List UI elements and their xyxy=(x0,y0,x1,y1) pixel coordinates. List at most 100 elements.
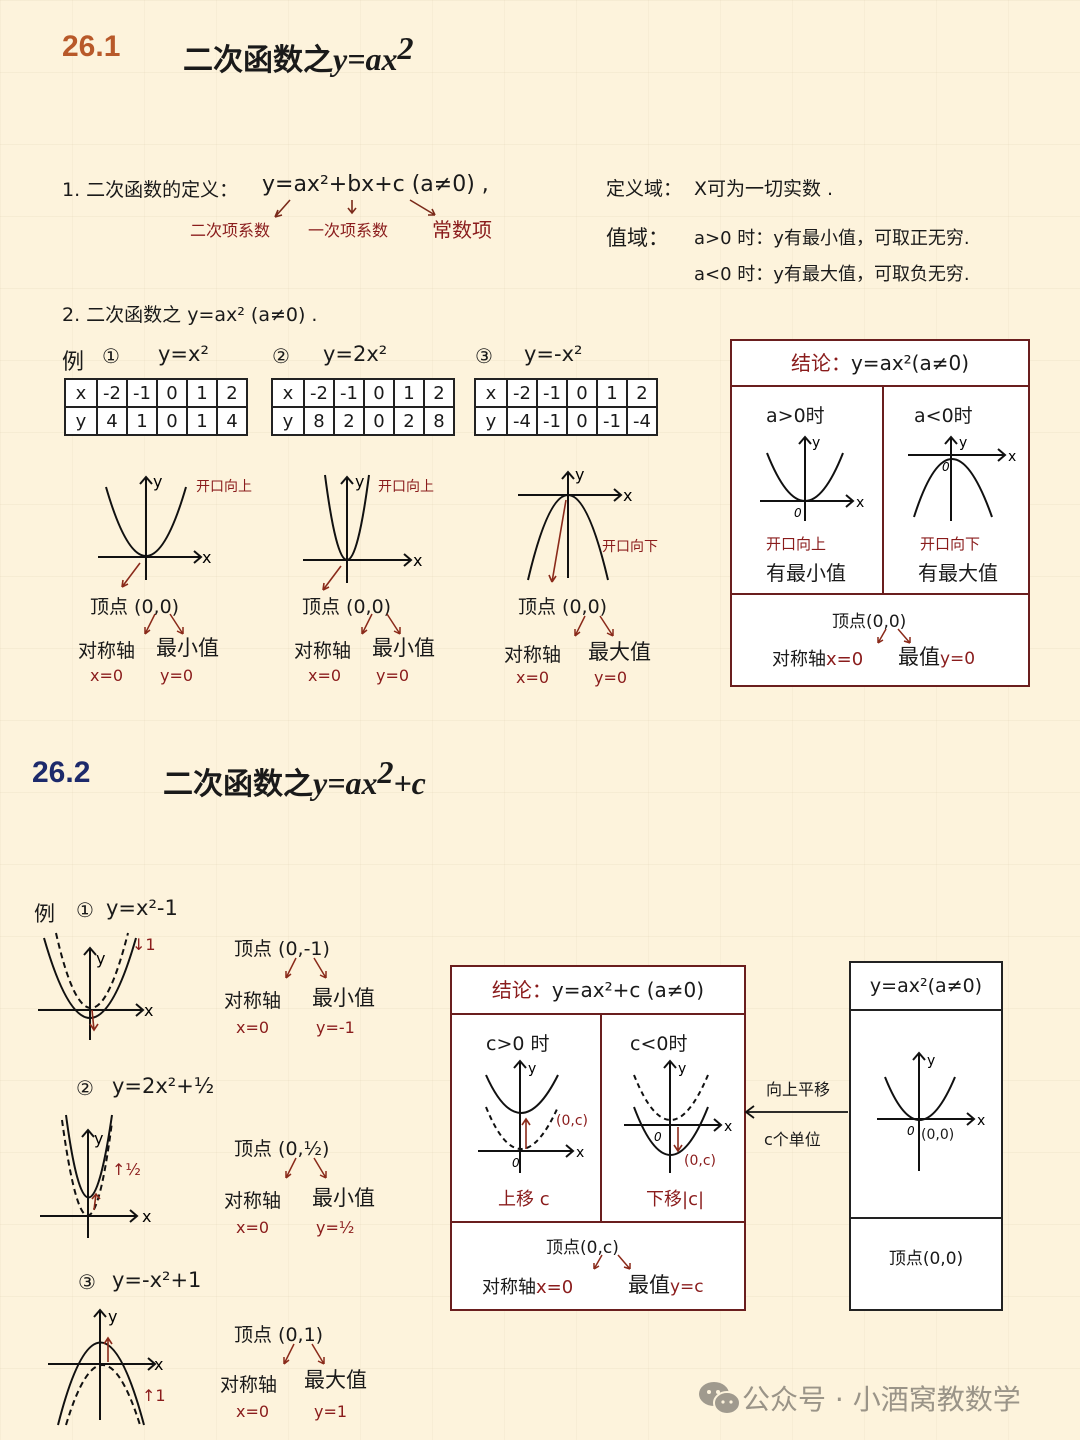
case-a-negative: a<0时 y x 0 开口向下 有最大值 xyxy=(884,387,1028,593)
vertex-1: 顶点 (0,0) xyxy=(90,596,180,618)
ex2-3-vertex: 顶点 (0,1) xyxy=(234,1324,324,1346)
table-cell: 2 xyxy=(216,378,248,408)
opening-label-2: 开口向上 xyxy=(378,479,434,495)
case-condition: c<0时 xyxy=(630,1033,688,1055)
extreme-label-3: 最大值 xyxy=(588,640,651,664)
graph-y-2x2-plus-half: y x xyxy=(40,1114,151,1238)
axis-label-1: 对称轴 xyxy=(78,640,136,662)
table-cell: y xyxy=(271,406,305,436)
vertex-arrows-3 xyxy=(574,615,614,637)
vertex-2: 顶点 (0,0) xyxy=(302,596,392,618)
ex2-3-formula: y=-x²+1 xyxy=(112,1268,202,1292)
extreme-label-2: 最小值 xyxy=(372,636,435,660)
vertex-arrows-2 xyxy=(361,613,401,635)
svg-text:0: 0 xyxy=(512,1156,520,1170)
conclusion-title-formula: y=ax²(a≠0) xyxy=(850,351,970,375)
table-cell: -1 xyxy=(126,378,158,408)
table-cell: 1 xyxy=(393,378,425,408)
ex2-2-marker: ② xyxy=(76,1076,94,1100)
summary-axis-value: x=0 xyxy=(536,1277,574,1298)
table-cell: 8 xyxy=(423,406,455,436)
conclusion-summary: 顶点(0,0) 对称轴x=0 最值y=0 xyxy=(732,595,1028,683)
ex2-3-arrows xyxy=(283,1343,325,1365)
section-number-26-1: 26.1 xyxy=(62,30,121,63)
example-2-marker: ② xyxy=(272,344,290,368)
svg-text:0: 0 xyxy=(942,460,950,474)
title-text: 二次函数之 xyxy=(163,767,313,802)
range-line-1: a>0 时：y有最小值，可取正无穷. xyxy=(694,228,970,249)
table-cell: y xyxy=(474,406,508,436)
table-cell: 1 xyxy=(186,378,218,408)
ex2-1-shift: ↓1 xyxy=(132,935,156,954)
table-cell: 2 xyxy=(393,406,425,436)
ex2-3-marker: ③ xyxy=(78,1270,96,1294)
case-c-positive: c>0 时 y x 0 (0,c) 上移 c xyxy=(452,1015,602,1221)
axis-label-2: 对称轴 xyxy=(294,640,352,662)
ex2-1-vertex: 顶点 (0,-1) xyxy=(234,938,330,960)
definition-formula: y=ax²+bx+c (a≠0) , xyxy=(262,172,489,197)
title-tail: +c xyxy=(393,765,426,801)
summary-axis-label: 对称轴 xyxy=(482,1277,536,1298)
conclusion-title-formula: y=ax²+c (a≠0) xyxy=(551,978,705,1002)
conclusion-cases: c>0 时 y x 0 (0,c) 上移 c c<0时 xyxy=(452,1015,744,1223)
domain-label: 定义域： xyxy=(606,178,683,200)
base-box-vertex: 顶点(0,0) xyxy=(888,1249,964,1269)
axis-value-1: x=0 xyxy=(90,666,124,685)
ex2-3-extreme-label: 最大值 xyxy=(304,1368,367,1392)
conclusion-box-26-1: 结论：y=ax²(a≠0) a>0时 y x 0 开口向上 有最小值 a<0时 xyxy=(730,339,1030,687)
graph-y-neg-x2-plus-1: y x xyxy=(48,1307,163,1426)
case-point: (0,c) xyxy=(556,1113,588,1129)
opening-label-3: 开口向下 xyxy=(602,539,658,555)
summary-extreme: 最值y=0 xyxy=(898,641,975,671)
graph-c-positive: y x 0 xyxy=(478,1059,584,1173)
ex2-3-axis-value: x=0 xyxy=(236,1402,270,1421)
ex2-2-axis-label: 对称轴 xyxy=(224,1190,282,1212)
table-cell: 8 xyxy=(303,406,335,436)
conclusion-header: 结论：y=ax²(a≠0) xyxy=(732,341,1028,387)
axis-value-3: x=0 xyxy=(516,668,550,687)
svg-text:x: x xyxy=(576,1145,584,1161)
extreme-value-1: y=0 xyxy=(160,666,194,685)
svg-text:y: y xyxy=(575,465,584,484)
part2-heading: 2. 二次函数之 y=ax² (a≠0) . xyxy=(62,304,318,326)
table-cell: -1 xyxy=(333,378,365,408)
case-condition: a>0时 xyxy=(766,405,825,427)
example-1-marker: ① xyxy=(102,344,120,368)
extreme-value-2: y=0 xyxy=(376,666,410,685)
table-cell: 1 xyxy=(126,406,158,436)
ex2-3-axis-label: 对称轴 xyxy=(220,1374,278,1396)
table-cell: 4 xyxy=(96,406,128,436)
ex2-3-extreme-value: y=1 xyxy=(314,1402,348,1421)
ex2-1-formula: y=x²-1 xyxy=(106,896,178,920)
title-math: y=ax xyxy=(333,41,398,77)
graph-y-x2-minus-1: y x xyxy=(38,932,153,1040)
conclusion-summary: 顶点(0,c) 对称轴x=0 最值y=c xyxy=(452,1223,744,1309)
svg-text:x: x xyxy=(623,486,632,505)
table-cell: 1 xyxy=(186,406,218,436)
table-cell: y xyxy=(64,406,98,436)
table-cell: -4 xyxy=(626,406,658,436)
shift-arrow-label-bottom: c个单位 xyxy=(764,1130,821,1149)
table-cell: x xyxy=(474,378,508,408)
table-cell: 0 xyxy=(156,378,188,408)
ex2-1-extreme-label: 最小值 xyxy=(312,986,375,1010)
table-cell: 0 xyxy=(363,406,395,436)
ex2-2-arrows xyxy=(285,1157,327,1179)
summary-axis: 对称轴x=0 xyxy=(772,645,863,671)
table-cell: -2 xyxy=(96,378,128,408)
svg-text:0: 0 xyxy=(794,506,802,520)
graph-a-negative: y x 0 xyxy=(908,435,1016,521)
ex2-1-extreme-value: y=-1 xyxy=(316,1018,355,1037)
example-2-formula: y=2x² xyxy=(323,342,388,366)
ex2-1-axis-value: x=0 xyxy=(236,1018,270,1037)
conclusion-title-label: 结论： xyxy=(790,351,851,375)
domain-text: X可为一切实数 . xyxy=(694,178,834,200)
graph-base-parabola: y x 0 xyxy=(877,1051,985,1171)
svg-text:x: x xyxy=(724,1119,732,1135)
table-cell: 1 xyxy=(596,378,628,408)
